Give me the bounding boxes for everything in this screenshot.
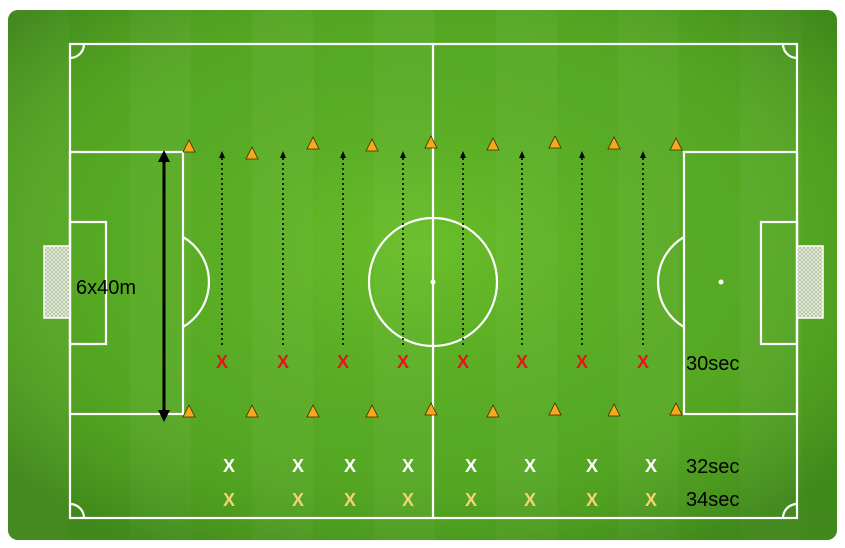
runner-marker-yellow: X (645, 490, 657, 510)
runner-marker-red: X (576, 352, 588, 372)
distance-label: 6x40m (76, 277, 136, 299)
runner-marker-red: X (457, 352, 469, 372)
runner-marker-yellow: X (465, 490, 477, 510)
right-goal-net (797, 246, 823, 318)
time-label-yellow-row: 34sec (686, 489, 739, 511)
runner-marker-yellow: X (292, 490, 304, 510)
runner-marker-red: X (277, 352, 289, 372)
runner-marker-white: X (344, 456, 356, 476)
runner-marker-red: X (337, 352, 349, 372)
runner-marker-red: X (397, 352, 409, 372)
left-goal-net (44, 246, 70, 318)
runner-marker-red: X (216, 352, 228, 372)
runner-marker-white: X (586, 456, 598, 476)
right-penalty-spot (719, 280, 724, 285)
runner-marker-white: X (524, 456, 536, 476)
runner-marker-red: X (637, 352, 649, 372)
runner-marker-red: X (516, 352, 528, 372)
runner-marker-white: X (645, 456, 657, 476)
runner-marker-yellow: X (344, 490, 356, 510)
runner-marker-white: X (292, 456, 304, 476)
runner-marker-yellow: X (524, 490, 536, 510)
runner-marker-yellow: X (223, 490, 235, 510)
center-spot (431, 280, 436, 285)
time-label-red-row: 30sec (686, 353, 739, 375)
runner-marker-yellow: X (586, 490, 598, 510)
runner-marker-yellow: X (402, 490, 414, 510)
runner-marker-white: X (223, 456, 235, 476)
runner-marker-white: X (465, 456, 477, 476)
time-label-white-row: 32sec (686, 456, 739, 478)
runner-marker-white: X (402, 456, 414, 476)
